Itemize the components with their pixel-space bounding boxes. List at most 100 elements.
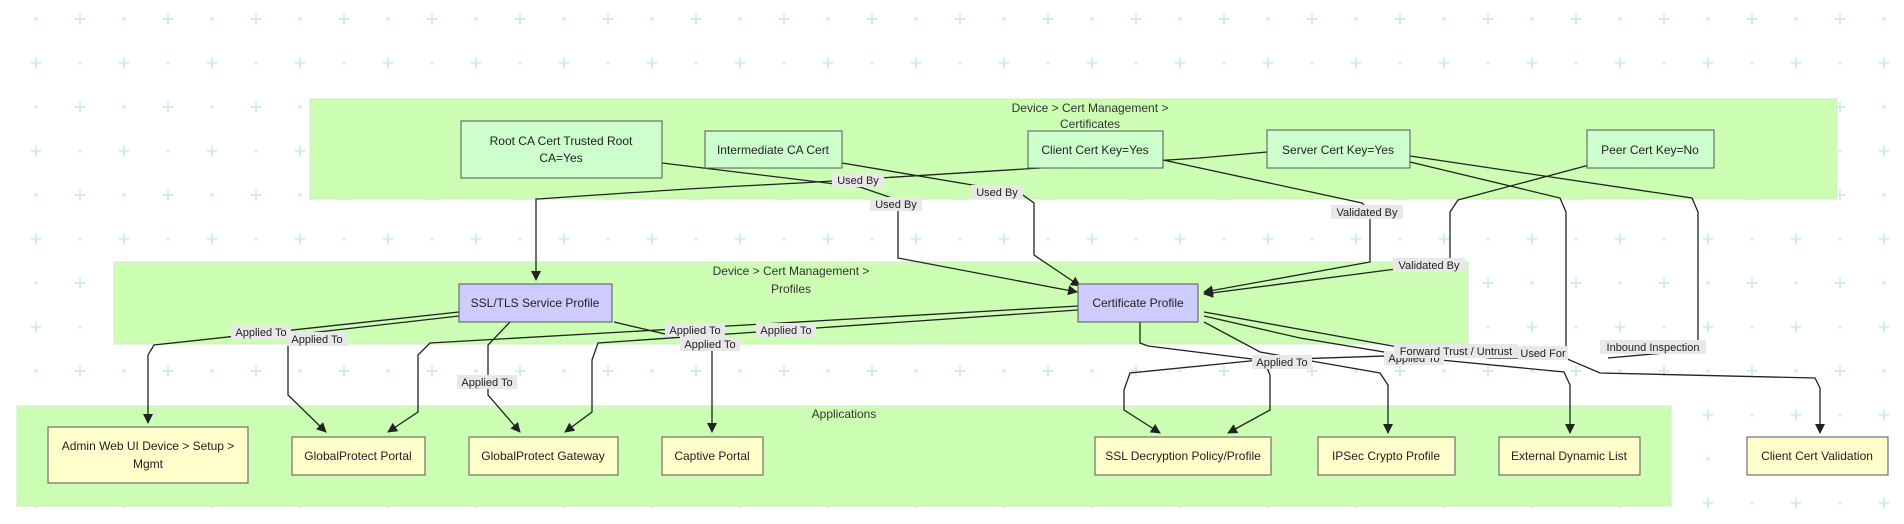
grid-dot — [1838, 413, 1842, 417]
grid-dot — [782, 237, 786, 241]
grid-dot — [1354, 17, 1358, 21]
grid-dot — [914, 17, 918, 21]
grid-dot — [122, 17, 126, 21]
node-root-ca-cert[interactable]: Root CA Cert Trusted Root CA=Yes — [460, 120, 663, 179]
grid-dot — [1442, 369, 1446, 373]
grid-plus-mark — [1571, 14, 1581, 24]
grid-plus-mark — [1703, 58, 1713, 68]
grid-plus-mark — [559, 234, 569, 244]
svg-text:Validated By: Validated By — [1337, 207, 1398, 219]
edge-label-ssl-to-gateway: Applied To — [457, 375, 517, 389]
grid-dot — [166, 237, 170, 241]
node-ipsec-crypto-profile[interactable]: IPSec Crypto Profile — [1317, 436, 1456, 476]
node-ssl-decryption-policy[interactable]: SSL Decryption Policy/Profile — [1094, 436, 1272, 476]
edge-label-ssl-to-captive: Applied To — [680, 337, 740, 351]
node-client-cert-validation[interactable]: Client Cert Validation — [1746, 436, 1889, 476]
grid-dot — [1618, 17, 1622, 21]
edge-label-peer-to-certprofile: Validated By — [1393, 258, 1465, 272]
grid-dot — [1222, 61, 1226, 65]
grid-plus-mark — [471, 58, 481, 68]
grid-plus-mark — [207, 234, 217, 244]
grid-dot — [386, 17, 390, 21]
grid-plus-mark — [1439, 234, 1449, 244]
grid-plus-mark — [1131, 14, 1141, 24]
grid-dot — [1882, 105, 1886, 109]
grid-plus-mark — [1879, 146, 1889, 156]
node-admin-web-ui[interactable]: Admin Web UI Device > Setup > Mgmt — [47, 426, 249, 484]
grid-dot — [914, 369, 918, 373]
grid-dot — [1794, 369, 1798, 373]
grid-dot — [1530, 369, 1534, 373]
grid-plus-mark — [823, 234, 833, 244]
svg-text:Applied To: Applied To — [760, 325, 811, 337]
grid-plus-mark — [603, 14, 613, 24]
grid-dot — [34, 105, 38, 109]
grid-dot — [1178, 17, 1182, 21]
node-captive-portal[interactable]: Captive Portal — [661, 436, 764, 476]
group-certificates-title: Device > Cert Management > — [1012, 101, 1169, 115]
grid-dot — [78, 61, 82, 65]
grid-plus-mark — [471, 234, 481, 244]
grid-plus-mark — [1527, 234, 1537, 244]
grid-plus-mark — [867, 14, 877, 24]
grid-dot — [1090, 17, 1094, 21]
grid-plus-mark — [295, 146, 305, 156]
node-intermediate-ca-cert[interactable]: Intermediate CA Cert — [704, 130, 843, 169]
grid-plus-mark — [1307, 14, 1317, 24]
grid-dot — [1530, 17, 1534, 21]
node-globalprotect-gateway[interactable]: GlobalProtect Gateway — [468, 436, 619, 476]
grid-plus-mark — [163, 190, 173, 200]
node-ssl-tls-service-profile[interactable]: SSL/TLS Service Profile — [458, 283, 613, 323]
grid-dot — [1662, 61, 1666, 65]
grid-plus-mark — [1043, 366, 1053, 376]
node-peer-cert-label: Peer Cert Key=No — [1601, 143, 1699, 157]
grid-plus-mark — [1747, 14, 1757, 24]
edge-label-certprofile-to-clientval: Used For — [1518, 346, 1568, 360]
node-external-dynamic-list[interactable]: External Dynamic List — [1498, 436, 1641, 476]
grid-dot — [210, 369, 214, 373]
node-server-cert[interactable]: Server Cert Key=Yes — [1266, 129, 1411, 169]
grid-plus-mark — [1703, 234, 1713, 244]
grid-dot — [1046, 237, 1050, 241]
node-peer-cert[interactable]: Peer Cert Key=No — [1586, 129, 1715, 169]
grid-dot — [1838, 61, 1842, 65]
grid-plus-mark — [427, 14, 437, 24]
grid-dot — [1222, 237, 1226, 241]
edge-label-ssl-to-portal: Applied To — [287, 332, 347, 346]
grid-dot — [1706, 369, 1710, 373]
edge-label-intermediate-to-certprofile: Used By — [971, 185, 1023, 199]
grid-plus-mark — [163, 366, 173, 376]
grid-plus-mark — [163, 102, 173, 112]
node-certificate-profile[interactable]: Certificate Profile — [1077, 283, 1199, 323]
node-globalprotect-portal[interactable]: GlobalProtect Portal — [291, 436, 426, 476]
grid-plus-mark — [75, 102, 85, 112]
grid-plus-mark — [31, 234, 41, 244]
edge-ssl-to-gateway — [487, 321, 521, 433]
grid-plus-mark — [559, 58, 569, 68]
grid-dot — [1090, 369, 1094, 373]
svg-text:Applied To: Applied To — [684, 339, 735, 351]
grid-plus-mark — [75, 278, 85, 288]
grid-plus-mark — [647, 58, 657, 68]
edge-certprofile-to-ssldecrypt — [1123, 322, 1261, 434]
grid-plus-mark — [75, 14, 85, 24]
grid-dot — [1574, 61, 1578, 65]
grid-plus-mark — [1087, 58, 1097, 68]
grid-plus-mark — [779, 366, 789, 376]
grid-dot — [1706, 17, 1710, 21]
grid-dot — [166, 149, 170, 153]
grid-plus-mark — [251, 366, 261, 376]
grid-plus-mark — [251, 190, 261, 200]
edge-label-server-to-ssl: Used By — [832, 173, 884, 187]
grid-dot — [474, 17, 478, 21]
grid-plus-mark — [647, 234, 657, 244]
edge-certprofile-to-edl — [1203, 315, 1575, 434]
edge-label-ssl-to-admin: Applied To — [231, 325, 291, 339]
grid-dot — [122, 369, 126, 373]
grid-plus-mark — [383, 58, 393, 68]
node-client-cert[interactable]: Client Cert Key=Yes — [1027, 130, 1164, 169]
grid-dot — [650, 369, 654, 373]
node-admin-web-ui-label: Admin Web UI Device > Setup > — [62, 439, 235, 453]
grid-dot — [298, 193, 302, 197]
